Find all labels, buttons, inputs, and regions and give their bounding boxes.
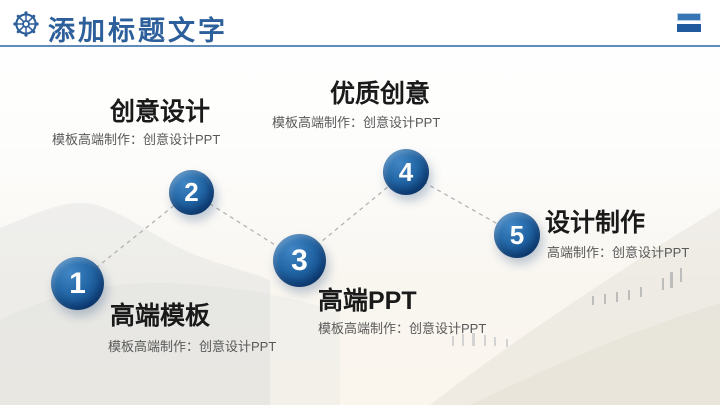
ship-wheel-icon — [13, 11, 39, 37]
menu-bar-top — [677, 13, 701, 21]
milestone-node-3: 3 — [273, 234, 326, 287]
milestone-node-2: 2 — [169, 170, 214, 215]
milestone-subtitle: 模板高端制作：创意设计PPT — [52, 132, 221, 147]
milestone-title: 创意设计 — [110, 98, 211, 126]
milestone-subtitle: 高端制作：创意设计PPT — [547, 245, 690, 260]
milestone-subtitle: 模板高端制作：创意设计PPT — [318, 321, 487, 336]
milestone-title: 设计制作 — [545, 209, 646, 237]
milestone-number: 5 — [509, 219, 525, 250]
page-title: 添加标题文字 — [48, 16, 228, 46]
milestone-node-1: 1 — [51, 257, 104, 310]
milestone-subtitle: 模板高端制作：创意设计PPT — [272, 115, 441, 130]
hamburger-menu-icon[interactable] — [677, 13, 701, 32]
menu-bar-bottom — [677, 24, 701, 32]
milestone-node-5: 5 — [494, 212, 540, 258]
slide-header: 添加标题文字 — [0, 0, 720, 47]
milestone-number: 1 — [69, 266, 86, 300]
milestone-number: 2 — [184, 177, 199, 207]
milestone-title: 高端模板 — [110, 302, 211, 330]
milestone-number: 4 — [398, 156, 414, 187]
milestone-subtitle: 模板高端制作：创意设计PPT — [108, 339, 277, 354]
milestone-node-4: 4 — [383, 149, 429, 195]
milestone-title: 优质创意 — [330, 80, 431, 108]
milestone-title: 高端PPT — [318, 287, 417, 315]
milestone-number: 3 — [291, 243, 308, 277]
